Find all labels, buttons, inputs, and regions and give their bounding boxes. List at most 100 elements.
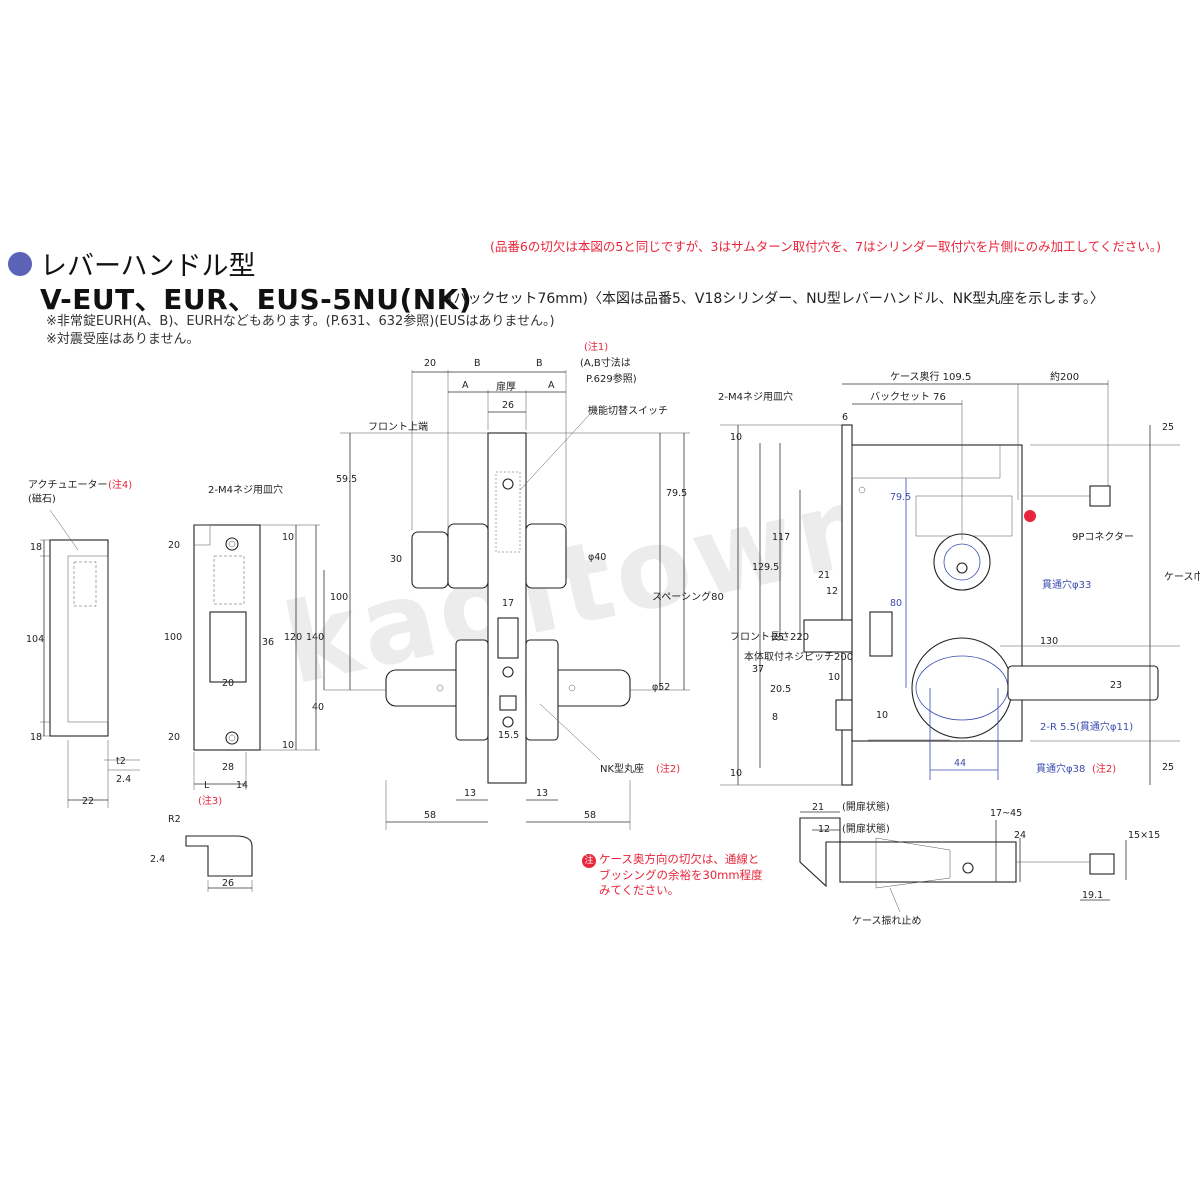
dim-Ab: A [548,380,555,391]
dim-Aa: A [462,380,469,391]
strike-lip-profile [185,835,253,892]
dim-104: 104 [26,634,44,645]
backset-label: バックセット 76 [870,391,946,403]
through-hole-33: 貫通穴φ33 [1042,578,1091,591]
function-switch-label: 機能切替スイッチ [588,404,668,417]
approx200-label: 約200 [1050,370,1079,383]
dim-79-5: 79.5 [666,488,687,499]
note-line-2: ※対震受座はありません。 [46,332,200,347]
warning-line-3: みてください。 [599,883,680,897]
dim-44: 44 [954,758,966,769]
note1-line1: (A,B寸法は [580,356,631,369]
dim-phi52: φ52 [652,682,670,693]
dim-6: 6 [842,412,848,423]
magnet-label: (磁石) [28,492,56,505]
dim-10d: 10 [828,672,840,683]
door-thickness-label: 扉厚 [496,380,516,393]
dim-17-45: 17~45 [990,808,1022,819]
dim-20-5: 20.5 [770,684,791,695]
dim-phi40: φ40 [588,552,606,563]
dim-22: 22 [82,796,94,807]
dim-129-5: 129.5 [752,562,779,573]
case-width-label: ケース巾170 [1164,570,1200,583]
dim-100b: 100 [330,592,348,603]
dim-2-4: 2.4 [116,774,131,785]
warning-line-2: ブッシングの余裕を30mm程度 [599,868,763,882]
dim-25b: 25 [1162,422,1174,433]
dim-18b: 18 [30,732,42,743]
dim-23: 23 [1110,680,1122,691]
dim-24: 24 [1014,830,1026,841]
dim-13b: 13 [536,788,548,799]
front-top-label: フロント上端 [368,420,428,433]
dim-26: 26 [502,400,514,411]
dim-15x15: 15×15 [1128,830,1160,841]
bullet-icon [8,252,32,276]
dim-120: 120 [284,632,302,643]
dim-25a: 25 [772,632,784,643]
top-note: (品番6の切欠は本図の5と同じですが、3はサムターン取付穴を、7はシリンダー取付… [490,239,1161,254]
dim-8: 8 [772,712,778,723]
dim-Bb: B [536,358,543,369]
note1-line2: P.629参照) [586,372,637,385]
warning-note: 注ケース奥方向の切欠は、通線と ブッシングの余裕を30mm程度 みてください。 [582,852,763,898]
dim-130: 130 [1040,636,1058,647]
dim-28: 28 [222,762,234,773]
screw-hole-label-right: 2-M4ネジ用皿穴 [718,390,793,403]
dim-40: 40 [312,702,324,713]
case-side-view [720,380,1180,786]
dim-117: 117 [772,532,790,543]
note1-title: (注1) [584,340,608,353]
dim-20a: 20 [168,540,180,551]
case-stop-label: ケース振れ止め [852,914,922,927]
through-hole-38: 貫通穴φ38 [1036,762,1085,775]
open-state-label-2: (開扉状態) [842,822,890,835]
dim-t2: t2 [116,756,126,767]
dim-19-1: 19.1 [1082,890,1103,901]
dim-10a: 10 [282,532,294,543]
dim-2-4b: 2.4 [150,854,165,865]
dim-R2: R2 [168,814,181,825]
dim-25c: 25 [1162,762,1174,773]
dim-36: 36 [262,637,274,648]
dim-14: 14 [236,780,248,791]
screw-hole-label-left: 2-M4ネジ用皿穴 [208,483,283,496]
warning-line-1: ケース奥方向の切欠は、通線と [599,852,760,866]
dim-13a: 13 [464,788,476,799]
dim-12: 12 [826,586,838,597]
connector-label: 9Pコネクター [1072,531,1134,543]
dim-79-5b: 79.5 [890,492,911,503]
actuator-part [40,509,140,808]
actuator-note: (注4) [108,478,132,491]
open-state-label-1: (開扉状態) [842,800,890,813]
actuator-label: アクチュエーター [28,479,108,491]
model-subtitle: (バックセット76mm)〈本図は品番5、V18シリンダー、NU型レバーハンドル、… [448,291,1104,307]
front-length-label: フロント長さ220 [730,631,809,643]
dim-26b: 26 [222,878,234,889]
nk-seat-note: (注2) [656,762,680,775]
open-state-view [799,811,1127,913]
dim-80: 80 [890,598,902,609]
dim-20c: 20 [222,678,234,689]
screw-pitch-label: 本体取付ネジピッチ200 [744,650,853,663]
nk-seat-label: NK型丸座 [600,762,644,775]
note-line-1: ※非常錠EURH(A、B)、EURHなどもあります。(P.631、632参照)(… [46,314,555,329]
dim-20top: 20 [424,358,436,369]
dim-140: 140 [306,632,324,643]
note3-label: (注3) [198,794,222,807]
dim-17: 17 [502,598,514,609]
dim-12b: 12 [818,824,830,835]
warning-mark-icon: 注 [582,854,596,868]
dim-18a: 18 [30,542,42,553]
dim-15-5: 15.5 [498,730,519,741]
through-hole-11: 2-R 5.5(貫通穴φ11) [1040,720,1133,733]
through-hole-38-note: (注2) [1092,762,1116,775]
dim-Ba: B [474,358,481,369]
model-title: V-EUT、EUR、EUS-5NU(NK) [40,283,473,316]
dim-58b: 58 [584,810,596,821]
center-front-view [323,370,690,830]
dim-10c: 10 [730,432,742,443]
dim-58a: 58 [424,810,436,821]
dim-20b: 20 [168,732,180,743]
